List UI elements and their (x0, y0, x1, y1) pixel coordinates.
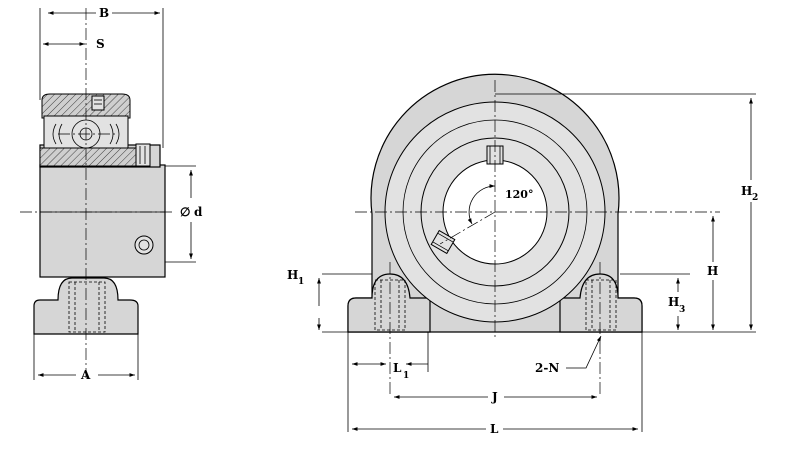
side-grease-fitting (134, 235, 154, 255)
label-A: A (80, 368, 91, 382)
label-H2-sub: 2 (752, 193, 758, 203)
front-view: 120° H 1 L 1 2-N J L (287, 73, 758, 436)
front-right-foot (559, 273, 643, 333)
side-hatched-lower (39, 147, 151, 167)
side-view: B S ∅ d A (20, 6, 203, 382)
side-bolt-hole (68, 281, 106, 333)
label-d: d (194, 205, 203, 219)
front-bolt-hole-right (585, 279, 617, 331)
label-angle: 120° (505, 188, 533, 201)
side-hatched-section (41, 93, 131, 119)
label-B: B (99, 6, 109, 20)
label-N: 2-N (535, 361, 559, 375)
label-H1: H (287, 268, 298, 282)
label-H: H (707, 264, 718, 278)
side-set-screw-top (91, 95, 105, 111)
front-left-foot (347, 273, 431, 333)
label-H3: H (668, 295, 679, 309)
label-H1-sub: 1 (298, 277, 304, 287)
label-S: S (96, 37, 105, 51)
side-housing-body (39, 164, 166, 278)
label-L1: L (393, 361, 402, 375)
side-base (33, 277, 139, 335)
leader-N (566, 335, 602, 369)
label-L1-sub: 1 (403, 371, 409, 381)
label-J: J (491, 390, 498, 404)
angle-arc (467, 184, 496, 225)
side-set-screw-side (135, 143, 151, 167)
label-L: L (490, 422, 499, 436)
label-H2: H (741, 184, 752, 198)
label-H3-sub: 3 (679, 305, 685, 315)
label-d-symbol: ∅ (180, 205, 190, 219)
